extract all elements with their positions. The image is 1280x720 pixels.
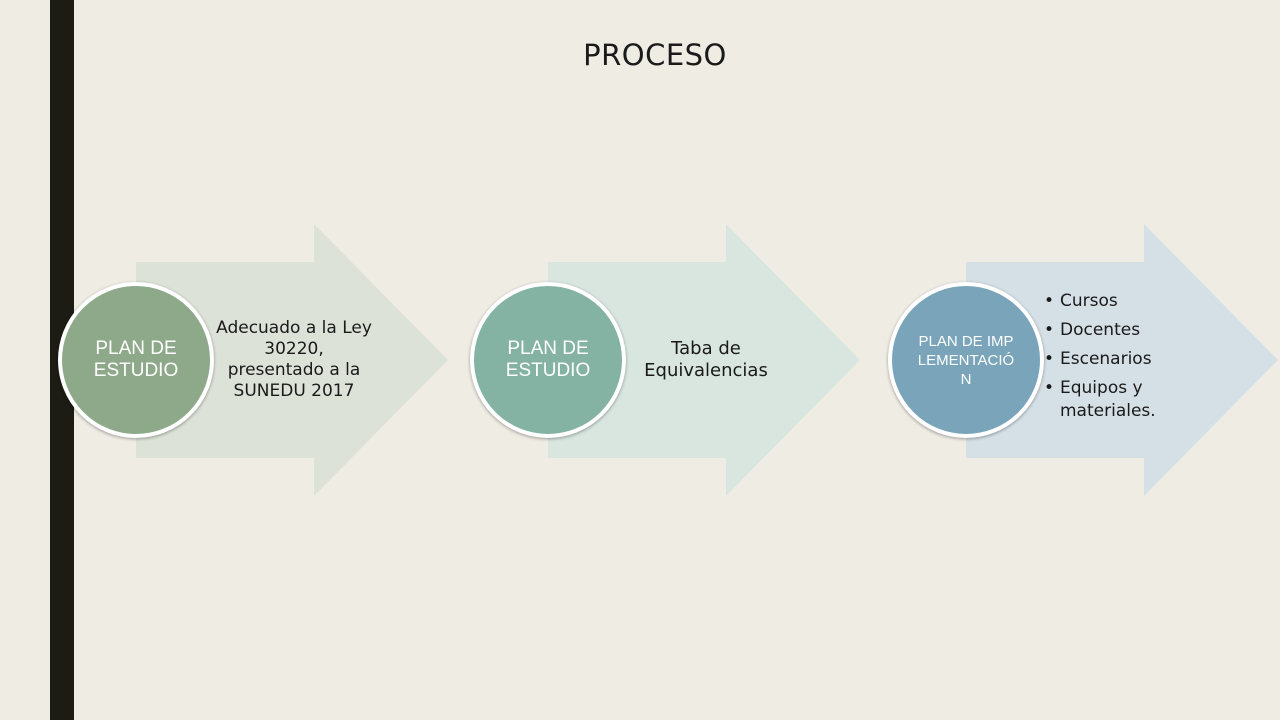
arrow-body-2 — [548, 224, 860, 496]
page-title: PROCESO — [583, 38, 727, 72]
process-step-1: Adecuado a la Ley 30220, presentado a la… — [58, 222, 450, 498]
process-step-2: Taba de Equivalencias PLAN DE ESTUDIO — [470, 222, 862, 498]
process-arrow-1 — [136, 224, 448, 496]
circle-label-2: PLAN DE ESTUDIO — [505, 338, 591, 381]
process-step-3: Cursos Docentes Escenarios Equipos y mat… — [888, 222, 1280, 498]
step-circle-3: PLAN DE IMPLEMENTACIÓN — [888, 282, 1044, 438]
process-arrow-2 — [548, 224, 860, 496]
implementation-list: Cursos Docentes Escenarios Equipos y mat… — [1042, 290, 1192, 429]
arrow-text-1: Adecuado a la Ley 30220, presentado a la… — [216, 318, 372, 401]
arrow-text-2: Taba de Equivalencias — [644, 338, 768, 381]
list-item: Escenarios — [1042, 348, 1192, 371]
list-item: Equipos y materiales. — [1042, 377, 1192, 423]
list-item: Cursos — [1042, 290, 1192, 313]
step-circle-2: PLAN DE ESTUDIO — [470, 282, 626, 438]
circle-label-3: PLAN DE IMPLEMENTACIÓN — [917, 332, 1015, 388]
circle-label-1: PLAN DE ESTUDIO — [93, 338, 179, 381]
step-circle-1: PLAN DE ESTUDIO — [58, 282, 214, 438]
list-item: Docentes — [1042, 319, 1192, 342]
arrow-body-1 — [136, 224, 448, 496]
